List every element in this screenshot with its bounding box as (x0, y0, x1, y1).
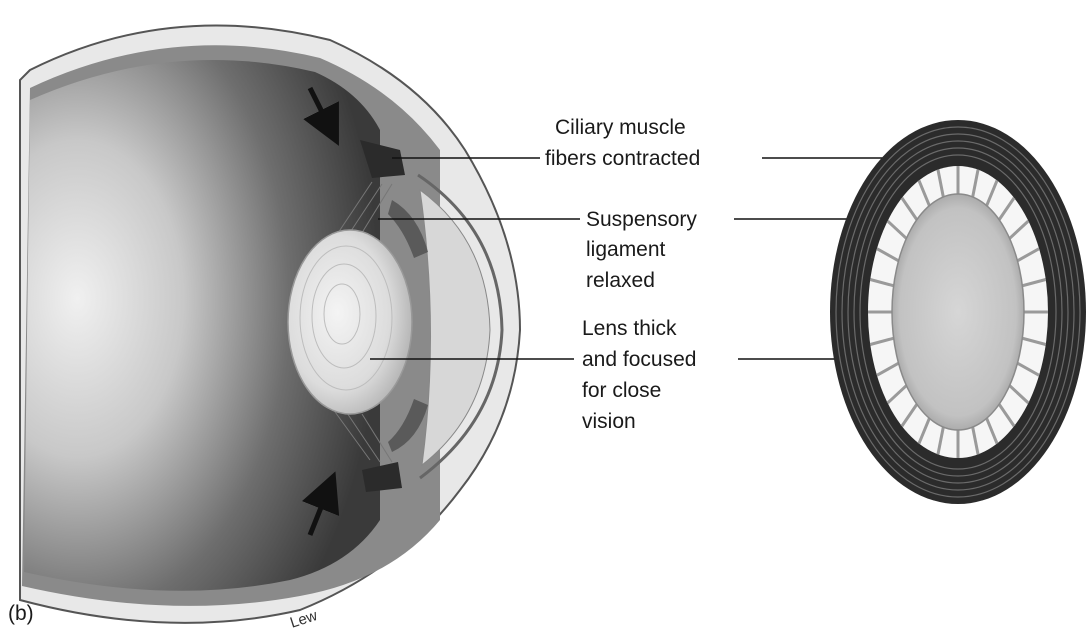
lens-thick (288, 230, 412, 414)
lens-label-line-2: and focused (582, 348, 696, 371)
suspensory-label-line-2: ligament (586, 238, 666, 261)
lens-front-view (830, 120, 1086, 504)
suspensory-label-line-1: Suspensory (586, 208, 697, 231)
lens-label-line-1: Lens thick (582, 317, 677, 340)
lens-label-line-4: vision (582, 410, 636, 433)
eye-cross-section: Lew (20, 25, 520, 631)
lens-label-line-3: for close (582, 379, 661, 402)
lens-front (892, 194, 1024, 430)
ciliary-label-line-1: Ciliary muscle (555, 116, 686, 139)
panel-label: (b) (8, 602, 34, 625)
ciliary-label-line-2: fibers contracted (545, 147, 700, 170)
suspensory-label-line-3: relaxed (586, 269, 655, 292)
